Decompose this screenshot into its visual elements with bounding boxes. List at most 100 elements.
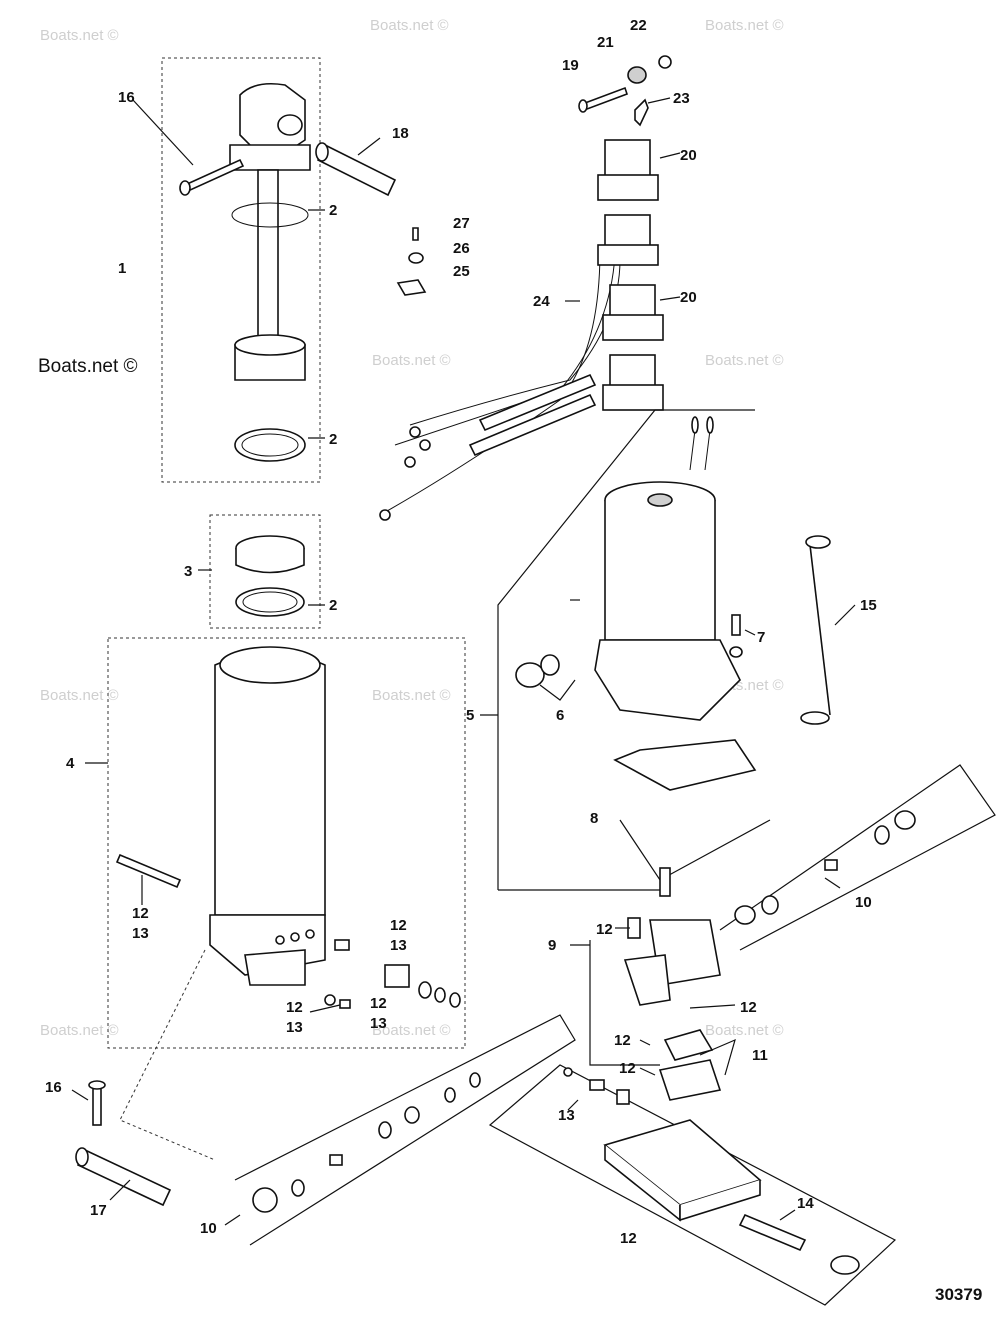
housing-valves xyxy=(324,939,461,1009)
callout-5: 5 xyxy=(466,707,474,724)
watermark: Boats.net © xyxy=(40,27,119,44)
leader xyxy=(659,152,681,159)
pin-18 xyxy=(315,142,397,197)
watermark: Boats.net © xyxy=(372,1022,451,1039)
callout-18: 18 xyxy=(392,125,409,142)
kit-outline xyxy=(488,1064,897,1306)
bolt-head xyxy=(88,1080,106,1090)
valve-kit-10-left xyxy=(234,1014,576,1246)
callout-16: 16 xyxy=(45,1079,62,1096)
leader xyxy=(824,877,841,889)
watermark: Boats.net © xyxy=(705,352,784,369)
nut-21 xyxy=(627,66,647,84)
terminal xyxy=(409,426,421,438)
o-ring xyxy=(418,981,432,999)
bracket-line-9 xyxy=(589,940,660,1066)
port xyxy=(290,932,300,942)
leader xyxy=(744,629,756,636)
o-ring xyxy=(291,1179,305,1197)
watermark: Boats.net © xyxy=(372,352,451,369)
callout-2: 2 xyxy=(329,431,337,448)
callout-8: 8 xyxy=(590,810,598,827)
motor-base xyxy=(594,639,741,721)
bracket-line-11 xyxy=(699,1038,736,1076)
screw-7 xyxy=(731,614,741,636)
callout-22: 22 xyxy=(630,17,647,34)
callout-20: 20 xyxy=(680,289,697,306)
pin xyxy=(316,143,397,197)
manifold-front xyxy=(679,1180,761,1222)
sleeve xyxy=(478,373,597,432)
leader xyxy=(109,1179,131,1201)
port xyxy=(275,935,285,945)
leader xyxy=(224,1214,241,1226)
leader xyxy=(834,604,856,626)
port xyxy=(305,929,315,939)
callout-23: 23 xyxy=(673,90,690,107)
retainer xyxy=(830,1255,860,1275)
watermark: Boats.net © xyxy=(372,687,451,704)
bolt xyxy=(92,1084,102,1126)
callout-19: 19 xyxy=(562,57,579,74)
bracket-line-8 xyxy=(619,819,771,881)
callout-4: 4 xyxy=(66,755,75,772)
callout-27: 27 xyxy=(453,215,470,232)
callout-14: 14 xyxy=(797,1195,814,1212)
housing-top xyxy=(219,646,321,684)
group-boxes xyxy=(107,57,466,1161)
callout-13: 13 xyxy=(558,1107,575,1124)
callout-15: 15 xyxy=(860,597,877,614)
valve-spool xyxy=(384,964,410,988)
kit-outline xyxy=(234,1014,576,1246)
o-ring-2b-inner xyxy=(241,433,299,457)
group-box-3 xyxy=(209,514,321,629)
leader xyxy=(639,1067,656,1076)
screw-19 xyxy=(583,86,629,111)
o-ring-2b xyxy=(234,428,306,462)
gasket-8 xyxy=(613,739,757,791)
leader xyxy=(309,1004,341,1013)
pin-end xyxy=(315,142,329,162)
callout-2: 2 xyxy=(329,202,337,219)
o-ring xyxy=(874,825,890,845)
leader xyxy=(779,1209,796,1221)
small-hardware xyxy=(396,55,672,296)
o-ring-2c xyxy=(235,587,305,617)
screw-head xyxy=(578,99,588,113)
watermark: Boats.net © xyxy=(38,356,138,377)
motor-can xyxy=(604,500,716,641)
motor-cap xyxy=(647,493,673,507)
bolt-head xyxy=(179,180,191,196)
watermark: Boats.net © xyxy=(40,687,119,704)
pin-end xyxy=(75,1147,89,1167)
o-ring xyxy=(449,992,461,1008)
callout-21: 21 xyxy=(597,34,614,51)
watermark: Boats.net © xyxy=(40,1022,119,1039)
callout-13: 13 xyxy=(370,1015,387,1032)
callout-17: 17 xyxy=(90,1202,107,1219)
strap-eye xyxy=(805,535,831,549)
screw-27 xyxy=(412,227,419,241)
callout-12: 12 xyxy=(740,999,757,1016)
cylinder-cap xyxy=(229,144,311,171)
callout-9: 9 xyxy=(548,937,556,954)
callout-20: 20 xyxy=(680,147,697,164)
o-ring-2 xyxy=(231,202,309,228)
pump-9 xyxy=(589,917,721,1066)
callouts: 16 18 2 1 2 3 2 4 12 13 12 13 12 13 12 1… xyxy=(45,17,877,1247)
lead xyxy=(689,429,696,471)
screws-6-7 xyxy=(515,614,743,701)
group-box-1 xyxy=(161,57,321,483)
bracket-line-6 xyxy=(539,679,576,701)
eye-bore xyxy=(277,114,303,136)
pin-17 xyxy=(75,1147,172,1207)
strap-eye xyxy=(800,711,830,725)
group-box-4 xyxy=(107,637,466,1049)
leader xyxy=(659,296,681,301)
housing-tube xyxy=(214,651,326,916)
manifold-kit xyxy=(488,1064,897,1306)
callout-13: 13 xyxy=(132,925,149,942)
bolt-16-top xyxy=(179,158,245,196)
callout-10: 10 xyxy=(200,1220,217,1237)
callout-13: 13 xyxy=(286,1019,303,1036)
